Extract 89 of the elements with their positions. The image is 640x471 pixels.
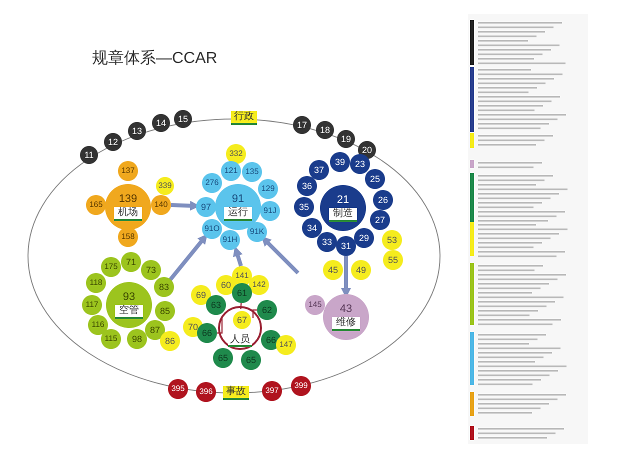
part-circle: 73 (141, 260, 161, 280)
connector-line (217, 318, 223, 334)
part-circle: 17 (293, 116, 311, 134)
part-circle: 175 (101, 257, 121, 277)
part-circle: 65 (241, 350, 261, 370)
part-circle: 60 (216, 275, 236, 295)
part-number: 139 (118, 194, 138, 204)
part-circle: 140 (151, 195, 171, 215)
arrow (233, 246, 243, 267)
part-circle: 142 (249, 275, 269, 295)
part-circle: 19 (337, 130, 355, 148)
part-circle: 98 (127, 329, 147, 349)
part-circle: 97 (196, 197, 216, 217)
part-circle: 399 (291, 376, 311, 396)
part-circle: 165 (86, 195, 106, 215)
part-circle: 145 (305, 295, 325, 315)
part-circle: 23 (350, 154, 370, 174)
part-circle: 12 (104, 133, 122, 151)
part-circle: 147 (276, 335, 296, 355)
part-circle: 36 (297, 176, 317, 196)
part-circle: 397 (262, 381, 282, 401)
category-label: 机场 (114, 206, 142, 220)
category-label: 人员 (228, 335, 252, 347)
part-circle: 135 (242, 162, 262, 182)
part-circle: 53 (382, 230, 402, 250)
part-circle: 87 (145, 320, 165, 340)
category-circle (323, 294, 369, 340)
part-number: 21 (336, 194, 350, 206)
part-circle: 91K (247, 222, 267, 242)
part-circle: 33 (317, 232, 337, 252)
part-circle: 396 (196, 382, 216, 402)
part-circle: 115 (101, 329, 121, 349)
arrow (261, 236, 300, 274)
part-number: 43 (340, 304, 352, 314)
connector-line (252, 309, 257, 318)
category-label: 运行 (224, 206, 252, 220)
category-label: 制造 (329, 208, 357, 222)
part-circle: 26 (373, 190, 393, 210)
part-circle: 66 (197, 323, 217, 343)
part-circle: 39 (330, 152, 350, 172)
part-circle: 37 (309, 160, 329, 180)
part-circle: 91J (260, 201, 280, 221)
category-label: 维修 (332, 316, 360, 330)
part-circle: 276 (202, 173, 222, 193)
part-circle: 91O (202, 219, 222, 239)
part-circle: 65 (213, 348, 233, 368)
part-circle: 83 (154, 277, 174, 297)
part-circle: 15 (174, 110, 192, 128)
part-circle: 61 (232, 283, 252, 303)
part-circle: 137 (118, 161, 138, 181)
category-circle (320, 185, 366, 231)
part-circle: 69 (191, 285, 211, 305)
part-circle: 332 (226, 144, 246, 164)
part-circle: 71 (121, 252, 141, 272)
part-circle: 121 (221, 161, 241, 181)
part-circle: 395 (168, 379, 188, 399)
part-circle: 34 (302, 218, 322, 238)
part-circle: 85 (155, 301, 175, 321)
category-circle (106, 282, 152, 328)
part-circle: 91H (220, 230, 240, 250)
diagram-title: 规章体系—CCAR (92, 48, 218, 69)
category-tag: 事故 (223, 386, 249, 400)
part-circle: 158 (118, 227, 138, 247)
category-label: 空管 (115, 304, 143, 318)
part-circle: 25 (365, 169, 385, 189)
part-circle: 27 (370, 210, 390, 230)
part-circle: 31 (336, 236, 356, 256)
part-circle: 67 (233, 311, 251, 329)
category-tag: 行政 (231, 111, 257, 125)
part-circle: 63 (206, 295, 226, 315)
part-circle: 118 (86, 273, 106, 293)
part-circle: 45 (323, 260, 343, 280)
part-circle: 62 (257, 300, 277, 320)
part-circle: 55 (383, 250, 403, 270)
part-circle: 29 (354, 228, 374, 248)
part-circle: 86 (160, 331, 180, 351)
part-circle: 35 (294, 197, 314, 217)
part-circle: 117 (82, 295, 102, 315)
arrow (168, 234, 208, 282)
part-circle: 116 (88, 315, 108, 335)
part-circle: 11 (80, 146, 98, 164)
part-circle: 18 (316, 121, 334, 139)
part-circle: 339 (156, 177, 174, 195)
part-circle: 129 (258, 179, 278, 199)
part-circle: 13 (128, 122, 146, 140)
part-circle: 14 (152, 114, 170, 132)
part-circle: 49 (351, 260, 371, 280)
part-number: 93 (122, 292, 136, 302)
part-number: 91 (232, 194, 244, 204)
